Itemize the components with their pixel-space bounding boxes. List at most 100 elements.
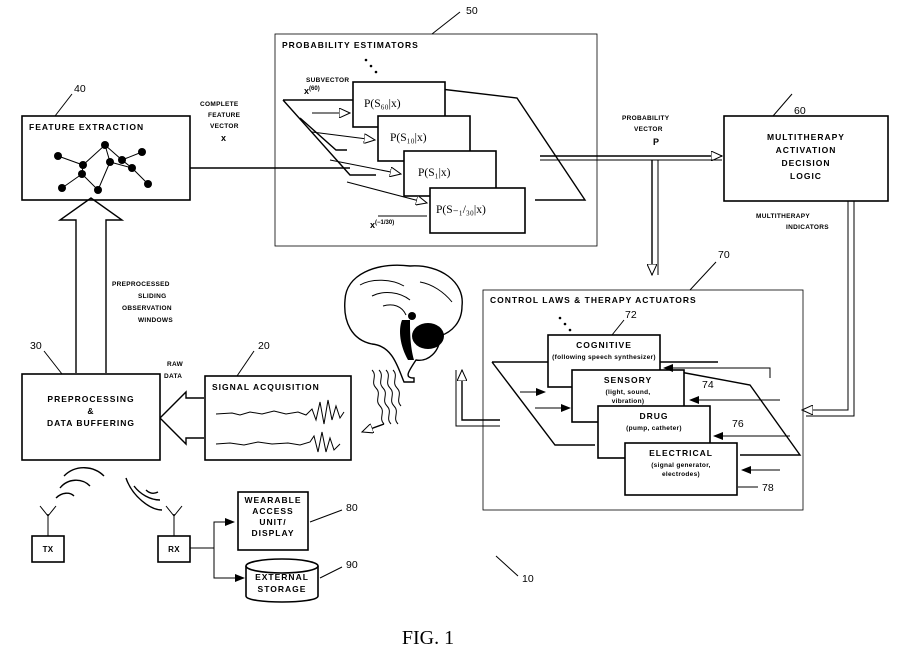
preprocessing-line2: & xyxy=(87,406,94,416)
decision-logic-block: MULTITHERAPY ACTIVATION DECISION LOGIC 6… xyxy=(724,94,888,201)
estimator-label-1: P(S₁|x) xyxy=(418,167,451,179)
estimator-label-minus: P(S₋₁/₃₀|x) xyxy=(436,204,486,216)
ref-10: 10 xyxy=(522,573,534,585)
svg-text:PROBABILITY: PROBABILITY xyxy=(622,115,670,122)
ref-70-leader xyxy=(690,262,716,290)
actuator-ellipsis xyxy=(559,317,572,332)
tx-signal-waves-icon xyxy=(56,468,104,498)
signal-acquisition-title: SIGNAL ACQUISITION xyxy=(212,382,320,392)
indicators-arrow xyxy=(802,201,848,410)
ref-78: 78 xyxy=(762,482,774,494)
complete-feature-vector-label: COMPLETE FEATURE VECTOR x xyxy=(200,101,241,143)
rx-to-wearable-arrow xyxy=(190,522,234,548)
sensory-title: SENSORY xyxy=(604,375,652,385)
electrical-detail-1: (signal generator, xyxy=(651,462,711,469)
ref-72: 72 xyxy=(625,309,637,321)
tx-label: TX xyxy=(43,545,54,554)
svg-text:DATA: DATA xyxy=(164,373,182,380)
decision-logic-line3: DECISION xyxy=(781,158,830,168)
drug-title: DRUG xyxy=(639,411,668,421)
brain-illustration xyxy=(345,265,463,382)
indicators-arrow-2 xyxy=(806,201,854,416)
ref-80: 80 xyxy=(346,502,358,514)
cognitive-title: COGNITIVE xyxy=(576,340,632,350)
rx-label: RX xyxy=(168,545,180,554)
ref-40-leader xyxy=(55,94,72,116)
drug-detail: (pump, catheter) xyxy=(626,425,682,432)
estimator-label-60: P(S₆₀|x) xyxy=(364,98,401,110)
ref-40: 40 xyxy=(74,83,86,95)
control-laws-title: CONTROL LAWS & THERAPY ACTUATORS xyxy=(490,295,697,305)
ref-90: 90 xyxy=(346,559,358,571)
svg-text:OBSERVATION: OBSERVATION xyxy=(122,305,172,312)
feature-extraction-title: FEATURE EXTRACTION xyxy=(29,122,144,132)
ref-20-leader xyxy=(237,351,254,376)
storage-line2: STORAGE xyxy=(258,584,307,594)
svg-text:COMPLETE: COMPLETE xyxy=(200,101,239,108)
svg-text:MULTITHERAPY: MULTITHERAPY xyxy=(756,213,810,220)
electrical-title: ELECTRICAL xyxy=(649,448,713,458)
ref-50: 50 xyxy=(466,5,478,17)
probability-estimators-block: PROBABILITY ESTIMATORS 50 SUBVECTOR x(60… xyxy=(275,5,597,246)
signal-acquisition-block: SIGNAL ACQUISITION 20 xyxy=(205,340,351,460)
ref-10-leader xyxy=(496,556,518,576)
ref-30: 30 xyxy=(30,340,42,352)
svg-text:RAW: RAW xyxy=(167,361,184,368)
estimators-title: PROBABILITY ESTIMATORS xyxy=(282,40,419,50)
sensory-detail-1: (light, sound, xyxy=(606,389,651,396)
cognitive-detail: (following speech synthesizer) xyxy=(552,354,656,361)
subvector-top-x: x(60) xyxy=(304,86,320,96)
preprocessing-box xyxy=(22,374,160,460)
external-storage-block: EXTERNAL STORAGE 90 xyxy=(246,559,358,602)
ref-90-leader xyxy=(320,567,342,578)
svg-text:INDICATORS: INDICATORS xyxy=(786,224,829,231)
tx-unit: TX xyxy=(32,468,104,562)
arrow-to-est-10 xyxy=(312,132,375,140)
wearable-block: WEARABLE ACCESS UNIT/ DISPLAY 80 xyxy=(238,492,358,550)
preprocessing-line1: PREPROCESSING xyxy=(47,394,134,404)
feature-extraction-block: FEATURE EXTRACTION 40 xyxy=(22,83,190,200)
storage-cylinder-top xyxy=(246,559,318,573)
figure-label: FIG. 1 xyxy=(402,627,454,649)
ref-76: 76 xyxy=(732,418,744,430)
svg-text:PREPROCESSED: PREPROCESSED xyxy=(112,281,170,288)
svg-text:P: P xyxy=(653,137,659,147)
rx-signal-waves-icon xyxy=(126,478,162,510)
probability-vector-label: PROBABILITY VECTOR P xyxy=(622,115,670,147)
brain-signal-waves xyxy=(362,370,401,432)
svg-text:VECTOR: VECTOR xyxy=(210,123,239,130)
ref-80-leader xyxy=(310,510,342,522)
ref-60-leader xyxy=(773,94,792,116)
wearable-line1: WEARABLE xyxy=(244,495,301,505)
wearable-line3: UNIT/ xyxy=(259,517,286,527)
rx-to-storage-arrow xyxy=(214,548,244,578)
svg-text:SLIDING: SLIDING xyxy=(138,293,166,300)
preprocessed-windows-label: PREPROCESSED SLIDING OBSERVATION WINDOWS xyxy=(112,281,173,324)
multitherapy-indicators-label: MULTITHERAPY INDICATORS xyxy=(756,213,829,231)
svg-text:VECTOR: VECTOR xyxy=(634,126,663,133)
decision-logic-line1: MULTITHERAPY xyxy=(767,132,845,142)
therapy-to-brain-arrow xyxy=(462,370,500,420)
raw-data-arrow xyxy=(160,392,204,444)
ref-60: 60 xyxy=(794,105,806,117)
svg-text:WINDOWS: WINDOWS xyxy=(138,317,173,324)
estimator-label-10: P(S₁₀|x) xyxy=(390,132,427,144)
preprocessing-block: PREPROCESSING & DATA BUFFERING 30 xyxy=(22,340,160,460)
rx-unit: RX xyxy=(126,478,190,562)
wearable-line4: DISPLAY xyxy=(251,528,294,538)
svg-text:FEATURE: FEATURE xyxy=(208,112,241,119)
ref-70: 70 xyxy=(718,249,730,261)
storage-line1: EXTERNAL xyxy=(255,572,309,582)
ref-72-leader xyxy=(612,320,624,335)
ref-50-leader xyxy=(432,12,460,34)
ref-74: 74 xyxy=(702,379,714,391)
decision-logic-line2: ACTIVATION xyxy=(776,145,837,155)
arrow-to-est-1 xyxy=(330,160,401,174)
ref-30-leader xyxy=(44,351,62,374)
svg-text:x: x xyxy=(221,133,226,143)
subvector-label: SUBVECTOR xyxy=(306,77,349,84)
estimator-ellipsis xyxy=(365,59,378,74)
control-laws-block: CONTROL LAWS & THERAPY ACTUATORS 70 COGN… xyxy=(483,249,803,510)
electrical-detail-2: electrodes) xyxy=(662,471,700,478)
